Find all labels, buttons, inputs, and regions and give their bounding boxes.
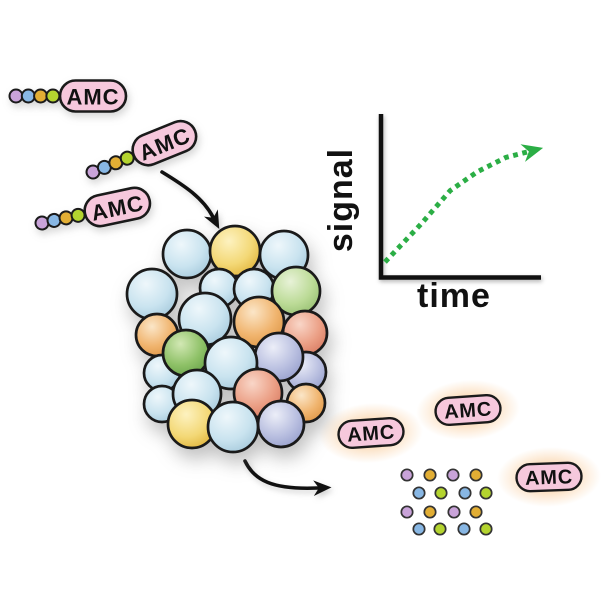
released-amc-product: AMC bbox=[319, 402, 423, 464]
amc-label: AMC bbox=[66, 85, 119, 110]
amc-capsule bbox=[131, 119, 198, 167]
sphere-cluster-complex bbox=[125, 224, 329, 454]
residue-dot-icon bbox=[412, 486, 426, 500]
residue-dot-icon bbox=[423, 468, 437, 482]
amc-capsule bbox=[58, 79, 128, 113]
amc-capsule bbox=[434, 393, 502, 427]
released-amc-product: AMC bbox=[497, 446, 601, 508]
residue-dot-icon bbox=[400, 505, 414, 519]
residue-dot-icon bbox=[458, 486, 472, 500]
arrow-substrate-to-complex-icon bbox=[160, 170, 220, 229]
amc-capsule bbox=[337, 416, 405, 450]
amc-label: AMC bbox=[525, 466, 574, 490]
peptide-amc-substrate: AMC bbox=[85, 119, 198, 180]
residue-dot-icon bbox=[469, 505, 483, 519]
peptide-bead-icon bbox=[20, 88, 36, 104]
sphere-blue-icon bbox=[206, 400, 260, 454]
residue-dot-icon bbox=[479, 486, 493, 500]
residue-dot-icon bbox=[457, 522, 471, 536]
peptide-amc-substrate: AMC bbox=[34, 186, 152, 231]
peptide-bead-icon bbox=[33, 88, 49, 104]
sphere-periwinkle-icon bbox=[256, 399, 306, 449]
residue-dot-icon bbox=[434, 486, 448, 500]
residue-dot-icon bbox=[447, 505, 461, 519]
peptide-amc-substrate: AMC bbox=[8, 79, 128, 113]
sphere-green_dark-icon bbox=[161, 328, 211, 378]
peptide-bead-icon bbox=[8, 88, 24, 104]
signal-time-chart: signal time bbox=[322, 114, 544, 315]
residue-dot-icon bbox=[479, 522, 493, 536]
reaction-arrows bbox=[160, 170, 332, 496]
arrow-complex-to-products-icon bbox=[243, 459, 332, 496]
sphere-blue-icon bbox=[161, 228, 213, 280]
amc-capsule bbox=[515, 461, 583, 493]
products-group: AMC AMC AMC bbox=[319, 379, 601, 536]
chart-axes bbox=[378, 114, 541, 280]
residue-dot-icon bbox=[412, 522, 426, 536]
peptide-bead-icon bbox=[45, 88, 61, 104]
amc-label: AMC bbox=[346, 421, 395, 446]
signal-curve-dotted-arrow-icon bbox=[383, 144, 544, 264]
sphere-blue-icon bbox=[125, 267, 179, 321]
residue-dot-icon bbox=[400, 468, 414, 482]
amc-label: AMC bbox=[443, 398, 492, 423]
residue-dot-icon bbox=[469, 468, 483, 482]
substrates-group: AMC AMC AMC bbox=[8, 79, 198, 231]
released-amc-product: AMC bbox=[416, 379, 520, 441]
residue-dot-icon bbox=[423, 505, 437, 519]
residue-dot-icon bbox=[433, 522, 447, 536]
residue-dot-icon bbox=[446, 468, 460, 482]
x-axis-label: time bbox=[417, 277, 491, 315]
amc-capsule bbox=[83, 186, 152, 228]
y-axis-label: signal bbox=[322, 148, 360, 252]
